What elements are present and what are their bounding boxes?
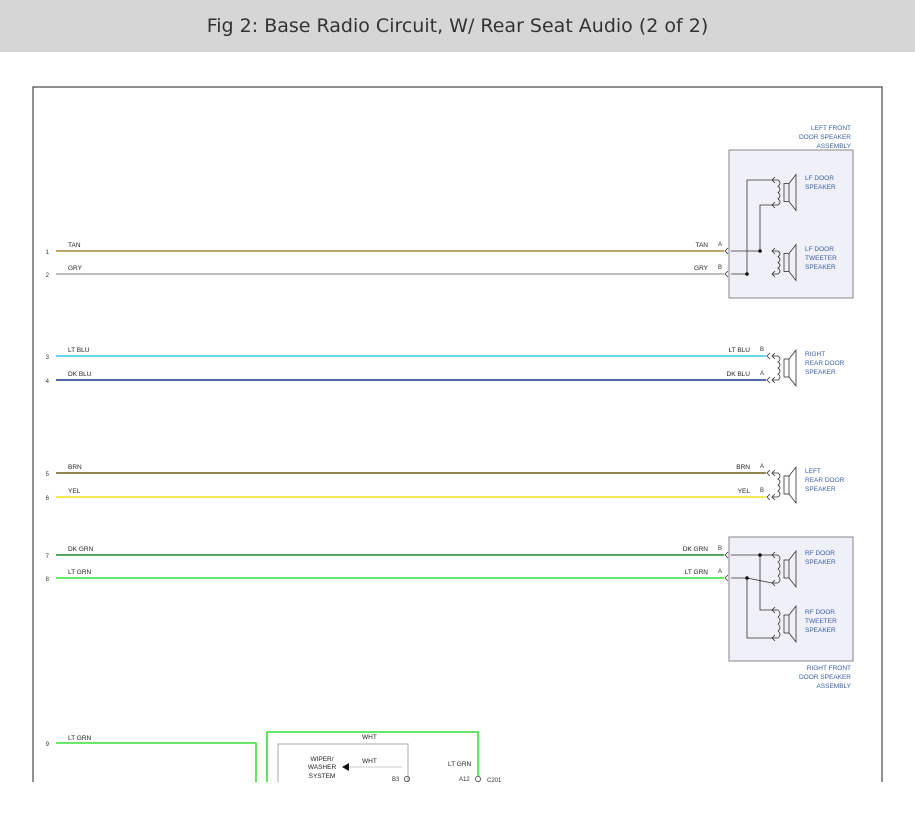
wire-6-right-label: YEL <box>738 488 751 495</box>
wire-8-left-label: LT GRN <box>68 569 92 576</box>
rf-door-speaker-icon <box>783 559 790 579</box>
wire-5-pin: A <box>760 464 764 470</box>
wire-5-right-label: BRN <box>736 464 750 471</box>
connector-8-icon <box>724 574 729 582</box>
rf-tweeter-label-2: TWEETER <box>805 618 837 625</box>
wire-2-pin: B <box>718 265 722 271</box>
c201-label: C201 <box>487 778 502 784</box>
wire-7-right-label: DK GRN <box>683 546 709 553</box>
lf-door-speaker-label-2: SPEAKER <box>805 184 836 191</box>
wire-1-number: 1 <box>46 250 50 256</box>
left-rear-speaker-icon <box>783 475 790 495</box>
c201-connector-icon <box>474 776 481 783</box>
lf-tweeter-speaker-icon <box>783 253 790 272</box>
lf-tweeter-label-2: TWEETER <box>805 255 837 262</box>
connector-7-icon <box>724 551 729 559</box>
wire-1-pin: A <box>718 242 722 248</box>
bottom-whitespace <box>0 782 915 815</box>
lf-assembly-box <box>728 149 854 299</box>
bottom-section: 9 LT GRN WHT WIPER/ WASHER SYSTEM WHT B3… <box>46 731 502 795</box>
wire-2-left-label: GRY <box>68 265 83 272</box>
wire-9-number: 9 <box>46 742 50 748</box>
connector-1-icon <box>724 247 729 255</box>
rf-assembly-label-3: ASSEMBLY <box>816 683 851 690</box>
speaker-group <box>731 173 797 644</box>
wire-6-left-label: YEL <box>68 488 81 495</box>
connector-6-icon <box>766 493 771 501</box>
b3-connector-icon <box>403 776 410 783</box>
wht-inner-label: WHT <box>362 758 377 765</box>
wiper-arrow-icon <box>342 763 349 771</box>
lf-tweeter-label-3: SPEAKER <box>805 264 836 271</box>
wire-8-number: 8 <box>46 577 50 583</box>
wire-7-left-label: DK GRN <box>68 546 94 553</box>
wire-3-right-label: LT BLU <box>729 347 751 354</box>
lf-tweeter-coil-icon <box>777 250 781 275</box>
lf-door-speaker-icon <box>783 183 790 202</box>
connector-4-icon <box>766 376 771 384</box>
rf-door-speaker-label-1: RF DOOR <box>805 550 835 557</box>
wire-8-right-label: LT GRN <box>685 569 709 576</box>
diagram-frame <box>32 86 883 815</box>
right-rear-speaker-icon <box>783 358 790 378</box>
lf-door-coil-icon <box>777 179 781 206</box>
connector-5-icon <box>766 469 771 477</box>
rf-door-coil-icon <box>777 554 781 584</box>
a12-pin-label: A12 <box>459 777 470 783</box>
left-rear-label-1: LEFT <box>805 468 821 475</box>
lf-assembly-label-1: LEFT FRONT <box>811 125 851 132</box>
figure-title: Fig 2: Base Radio Circuit, W/ Rear Seat … <box>206 15 709 37</box>
rf-door-speaker-label-2: SPEAKER <box>805 559 836 566</box>
connector-2-icon <box>724 270 729 278</box>
wiper-label-3: SYSTEM <box>309 773 336 780</box>
right-rear-label-2: REAR DOOR <box>805 360 845 367</box>
wire-2-right-label: GRY <box>694 265 709 272</box>
wire-3-left-label: LT BLU <box>68 347 90 354</box>
wire-3-number: 3 <box>46 355 50 361</box>
rf-assembly-label-2: DOOR SPEAKER <box>799 674 851 681</box>
wire-4-right-label: DK BLU <box>727 371 751 378</box>
rf-tweeter-coil-icon <box>777 609 781 639</box>
wiper-label-1: WIPER/ <box>310 756 333 763</box>
left-rear-label-3: SPEAKER <box>805 486 836 493</box>
b3-pin-label: B3 <box>392 777 400 783</box>
wire-4-number: 4 <box>46 379 50 385</box>
wire-3-pin: B <box>760 347 764 353</box>
wire-4-pin: A <box>760 371 764 377</box>
wht-loop-wire <box>266 731 479 782</box>
wire-group: 1 TAN TAN A 2 GRY GRY B 3 LT BLU LT BLU B 4 DK BLU DK … <box>46 242 771 583</box>
rf-tweeter-label-1: RF DOOR <box>805 609 835 616</box>
lf-assembly-label-2: DOOR SPEAKER <box>799 134 851 141</box>
wire-4-left-label: DK BLU <box>68 371 92 378</box>
wht-top-label: WHT <box>362 734 377 741</box>
rf-tweeter-speaker-icon <box>783 614 790 634</box>
wire-9-label: LT GRN <box>68 735 92 742</box>
wire-8-pin: A <box>718 569 722 575</box>
right-rear-coil-icon <box>777 355 781 381</box>
rf-tweeter-label-3: SPEAKER <box>805 627 836 634</box>
rf-assembly-label-1: RIGHT FRONT <box>807 665 851 672</box>
wire-2-number: 2 <box>46 273 50 279</box>
wire-7-pin: B <box>718 546 722 552</box>
right-rear-label-3: SPEAKER <box>805 369 836 376</box>
lf-assembly-label-3: ASSEMBLY <box>816 143 851 150</box>
right-rear-label-1: RIGHT <box>805 351 825 358</box>
wire-9 <box>56 742 257 782</box>
wiper-label-2: WASHER <box>308 764 337 771</box>
wire-6-pin: B <box>760 488 764 494</box>
lf-door-speaker-label-1: LF DOOR <box>805 175 834 182</box>
left-rear-coil-icon <box>777 472 781 498</box>
ltgrn-right-label: LT GRN <box>448 761 472 768</box>
wire-5-left-label: BRN <box>68 464 82 471</box>
wire-1-right-label: TAN <box>695 242 708 249</box>
connector-3-icon <box>766 352 771 360</box>
wire-5-number: 5 <box>46 472 50 478</box>
wire-7-number: 7 <box>46 554 50 560</box>
figure-header: Fig 2: Base Radio Circuit, W/ Rear Seat … <box>0 0 915 52</box>
lf-tweeter-label-1: LF DOOR <box>805 246 834 253</box>
wire-1-left-label: TAN <box>68 242 81 249</box>
wire-6-number: 6 <box>46 496 50 502</box>
left-rear-label-2: REAR DOOR <box>805 477 845 484</box>
